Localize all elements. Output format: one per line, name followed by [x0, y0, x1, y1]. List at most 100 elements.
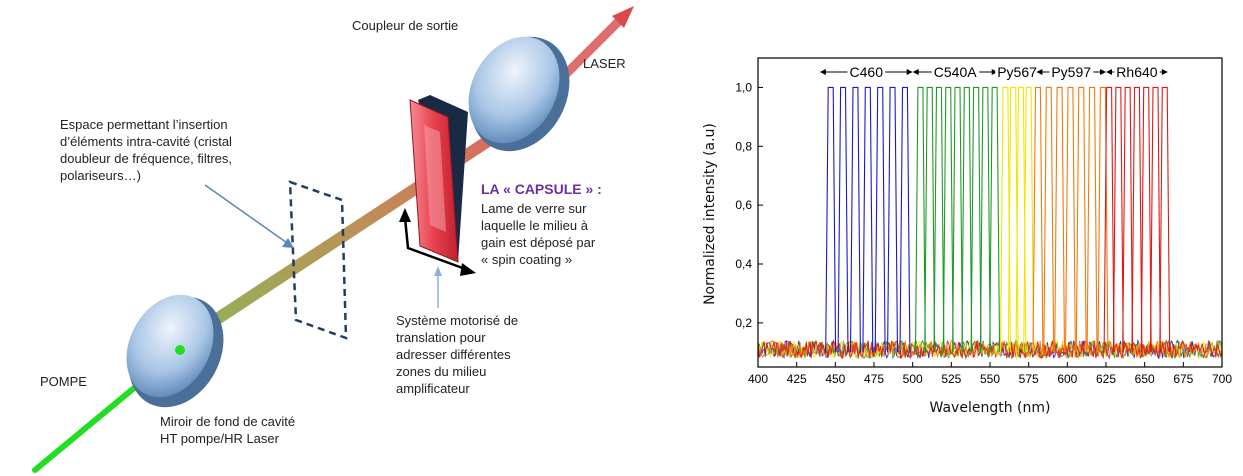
range-arrow-left-rh640 [1106, 69, 1112, 75]
peak-c460-0 [825, 86, 837, 353]
frame-pointer-arrow [204, 184, 291, 246]
range-label-c540a: C540A [934, 64, 977, 80]
capsule-title: LA « CAPSULE » : [481, 181, 602, 197]
y-tick-label-0,2: 0,2 [735, 316, 752, 330]
range-arrow-right-rh640 [1161, 69, 1168, 75]
chart-ylabel: Normalized intensity (a.u) [702, 123, 718, 305]
peak-rh640-4 [1140, 86, 1152, 353]
output-coupler-label: Coupleur de sortie [352, 18, 459, 33]
range-label-rh640: Rh640 [1116, 64, 1157, 80]
capsule [409, 95, 468, 263]
translation-line-2: translation pour [396, 330, 486, 345]
output-coupler-mirror [468, 36, 570, 152]
range-label-bg-rh640 [1114, 64, 1160, 80]
pump-label: POMPE [40, 374, 87, 389]
x-tick-label-700: 700 [1212, 372, 1232, 386]
peak-py597-6 [1097, 86, 1109, 353]
peak-c540a-8 [989, 86, 1001, 353]
y-tick-label-0,8: 0,8 [735, 139, 752, 153]
peak-rh640-5 [1149, 86, 1161, 353]
x-tick-label-625: 625 [1096, 372, 1116, 386]
peak-c540a-0 [914, 86, 926, 353]
peak-py597-1 [1043, 86, 1055, 353]
x-tick-label-425: 425 [787, 372, 807, 386]
laser-arrowhead [612, 6, 634, 28]
range-label-py567: Py567 [997, 64, 1037, 80]
peak-py597-3 [1064, 86, 1076, 353]
y-tick-label-0,6: 0,6 [735, 198, 752, 212]
peak-c540a-4 [952, 86, 964, 353]
translation-axes [403, 217, 469, 272]
range-arrow-left-c540a [912, 69, 919, 75]
y-tick-label-1,0: 1,0 [735, 80, 752, 94]
capsule-line-1: Lame de verre sur [481, 201, 587, 216]
translation-line-3: adresser différentes [396, 347, 511, 362]
x-tick-label-500: 500 [903, 372, 923, 386]
peak-c540a-6 [970, 86, 982, 353]
peak-c460-6 [899, 86, 911, 353]
intracavity-line-2: d’éléments intra-cavité (cristal [60, 134, 232, 149]
intracavity-line-1: Espace permettant l’insertion [60, 117, 228, 132]
intracavity-frame [288, 180, 348, 340]
back-mirror-label: Miroir de fond de cavité HT pompe/HR Las… [160, 413, 295, 447]
x-tick-label-450: 450 [825, 372, 845, 386]
pump-spot [175, 345, 185, 355]
x-tick-label-575: 575 [1019, 372, 1039, 386]
range-arrow-left-py597 [1036, 69, 1043, 75]
peak-py597-4 [1075, 86, 1087, 353]
peak-c540a-2 [933, 86, 945, 353]
range-arrow-right-c460 [906, 69, 913, 75]
intracavity-line-4: polariseurs…) [60, 168, 141, 183]
peak-c540a-7 [979, 86, 991, 353]
back-mirror-line-2: HT pompe/HR Laser [160, 431, 279, 446]
y-tick-label-0,4: 0,4 [735, 257, 752, 271]
peak-c460-4 [874, 86, 886, 353]
capsule-line-2: laquelle le milieu à [481, 218, 588, 233]
x-tick-label-550: 550 [980, 372, 1000, 386]
x-tick-label-675: 675 [1173, 372, 1193, 386]
intracavity-line-3: doubleur de fréquence, filtres, [60, 151, 232, 166]
range-label-bg-c540a [931, 64, 980, 80]
peak-rh640-0 [1103, 86, 1115, 353]
peak-py597-0 [1032, 86, 1044, 353]
translation-system-label: Système motorisé de translation pour adr… [396, 312, 518, 397]
range-label-bg-c460 [847, 64, 886, 80]
translation-line-1: Système motorisé de [396, 313, 519, 328]
peak-py597-2 [1054, 86, 1066, 353]
x-tick-label-400: 400 [748, 372, 768, 386]
cavity-diagram [32, 6, 634, 473]
x-tick-label-525: 525 [941, 372, 961, 386]
range-label-bg-py597 [1049, 64, 1094, 80]
capsule-description: Lame de verre sur laquelle le milieu à g… [481, 200, 595, 268]
peak-py597-5 [1086, 86, 1098, 353]
peak-c460-1 [837, 86, 849, 353]
range-label-c460: C460 [850, 64, 884, 80]
intracavity-space-label: Espace permettant l’insertion d’éléments… [60, 116, 232, 184]
translation-line-4: zones du milieu [396, 364, 487, 379]
axis-arrowhead-up [399, 208, 411, 222]
axis-arrowhead-right [460, 263, 476, 276]
range-arrow-right-c540a [991, 69, 998, 75]
frame-pointer-arrowhead [282, 238, 294, 248]
capsule-line-3: gain est déposé par [481, 235, 596, 250]
chart-xlabel: Wavelength (nm) [929, 400, 1051, 416]
translation-pointer-arrowhead [434, 266, 442, 276]
x-tick-label-475: 475 [864, 372, 884, 386]
range-label-bg-py567 [995, 64, 1040, 80]
cavity-beam [179, 114, 526, 346]
peak-rh640-2 [1122, 86, 1134, 353]
peak-c540a-5 [961, 86, 973, 353]
peak-rh640-6 [1159, 86, 1171, 353]
peak-rh640-3 [1131, 86, 1143, 353]
peak-c460-5 [887, 86, 899, 353]
range-label-py597: Py597 [1051, 64, 1091, 80]
x-tick-label-650: 650 [1135, 372, 1155, 386]
peak-c540a-1 [924, 86, 936, 353]
peak-c460-2 [849, 86, 861, 353]
translation-line-5: amplificateur [396, 381, 470, 396]
back-mirror-line-1: Miroir de fond de cavité [160, 414, 296, 429]
laser-label: LASER [583, 56, 626, 71]
range-arrow-left-c460 [819, 69, 826, 75]
